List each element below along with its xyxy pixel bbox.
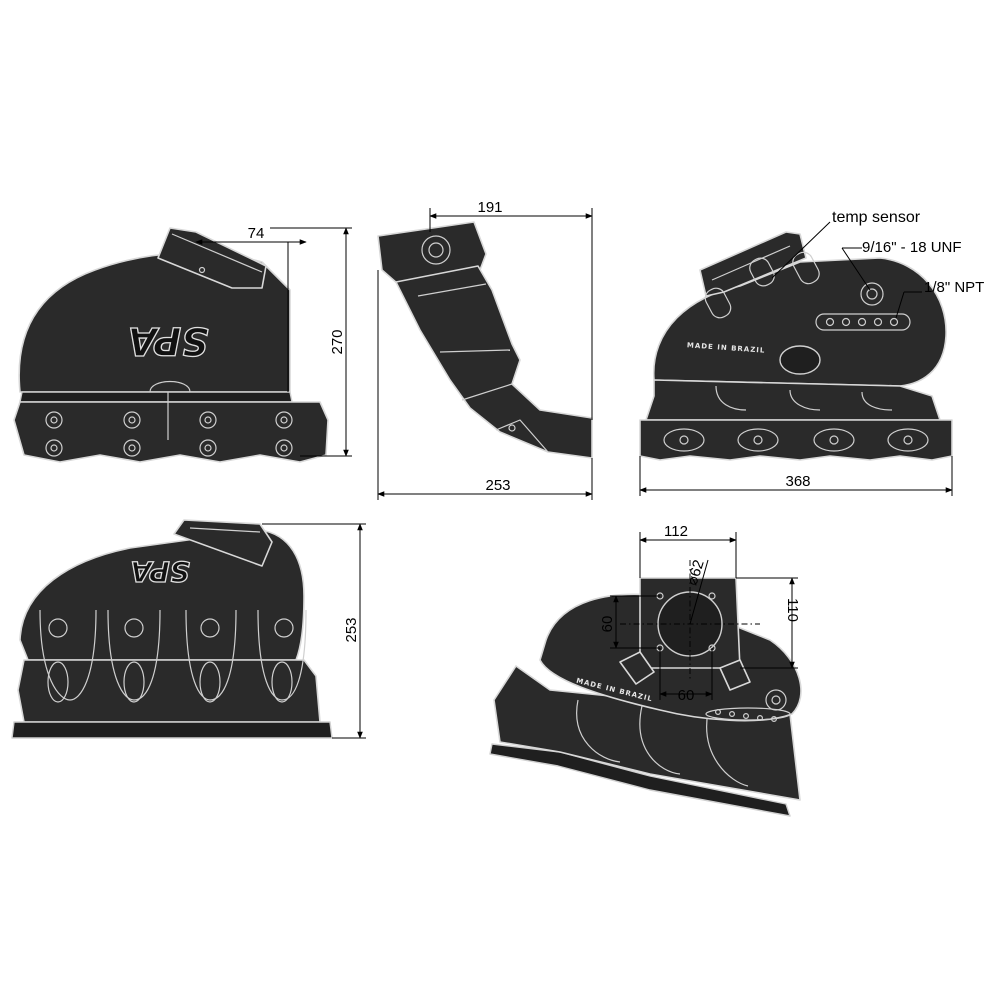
dim-iso-flange-height: 110 bbox=[784, 598, 801, 622]
view-side-profile: 191 253 bbox=[377, 199, 593, 500]
view-front: MADE IN BRAZIL 368 temp sensor 9/16" - 1… bbox=[639, 209, 984, 496]
view-rear: SPA 253 bbox=[11, 519, 366, 739]
label-temp-sensor: temp sensor bbox=[832, 209, 921, 226]
logo-rear: SPA bbox=[130, 555, 190, 588]
rear-runners bbox=[39, 609, 307, 703]
sensor-ports bbox=[704, 251, 911, 331]
ports-side-left bbox=[45, 411, 293, 457]
dim-iso-bolt-h: 60 bbox=[678, 687, 695, 704]
dim-iso-flange-width: 112 bbox=[664, 523, 688, 540]
dim-iso-bolt-v: 60 bbox=[599, 616, 616, 633]
label-thread: 9/16" - 18 UNF bbox=[862, 239, 962, 256]
iso-ports bbox=[619, 651, 791, 722]
front-ports bbox=[663, 428, 929, 452]
dim-profile-top: 191 bbox=[477, 199, 502, 216]
logo-side-left: SPA bbox=[127, 319, 208, 363]
dim-side-width: 74 bbox=[248, 225, 265, 242]
dim-rear-height: 253 bbox=[343, 617, 360, 642]
view-iso: MADE IN BRAZIL 112 ⌀62 110 60 60 bbox=[489, 523, 802, 817]
view-side-left: SPA 74 270 bbox=[13, 225, 352, 463]
dim-front-width: 368 bbox=[785, 473, 810, 490]
dim-side-height: 270 bbox=[329, 329, 346, 354]
label-npt: 1/8" NPT bbox=[924, 279, 984, 296]
dim-profile-bottom: 253 bbox=[485, 477, 510, 494]
